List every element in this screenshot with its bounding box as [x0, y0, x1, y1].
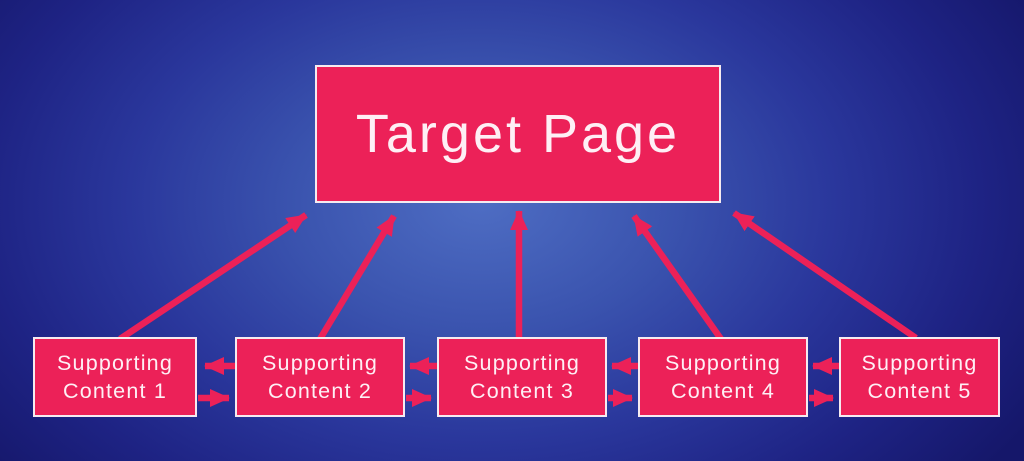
arrow-supporting-4-to-target: [631, 214, 724, 341]
arrow-supporting-1-to-target: [118, 212, 308, 342]
supporting-content-3-node: Supporting Content 3: [437, 337, 607, 417]
supporting-content-4-label-line2: Content 4: [670, 379, 776, 403]
supporting-content-1-node: Supporting Content 1: [33, 337, 197, 417]
supporting-content-2-node: Supporting Content 2: [235, 337, 405, 417]
supporting-content-1-label-line1: Supporting: [57, 350, 173, 375]
supporting-content-3-label-line1: Supporting: [464, 350, 580, 375]
supporting-content-5-label-line2: Content 5: [867, 379, 972, 403]
supporting-content-4-label-line1: Supporting: [665, 350, 781, 375]
arrow-supporting-2-to-target: [317, 214, 397, 341]
supporting-content-2-label-line1: Supporting: [262, 350, 378, 375]
supporting-content-5-label-line1: Supporting: [861, 350, 978, 375]
target-page-node: Target Page: [315, 65, 721, 203]
target-page-label: Target Page: [355, 104, 681, 164]
supporting-content-2-label-line2: Content 2: [267, 379, 373, 403]
arrow-supporting-5-to-target: [732, 210, 918, 341]
supporting-content-4-node: Supporting Content 4: [638, 337, 808, 417]
supporting-content-1-label-line2: Content 1: [62, 379, 168, 403]
supporting-content-3-label-line2: Content 3: [469, 379, 575, 403]
supporting-content-5-node: Supporting Content 5: [839, 337, 1000, 417]
